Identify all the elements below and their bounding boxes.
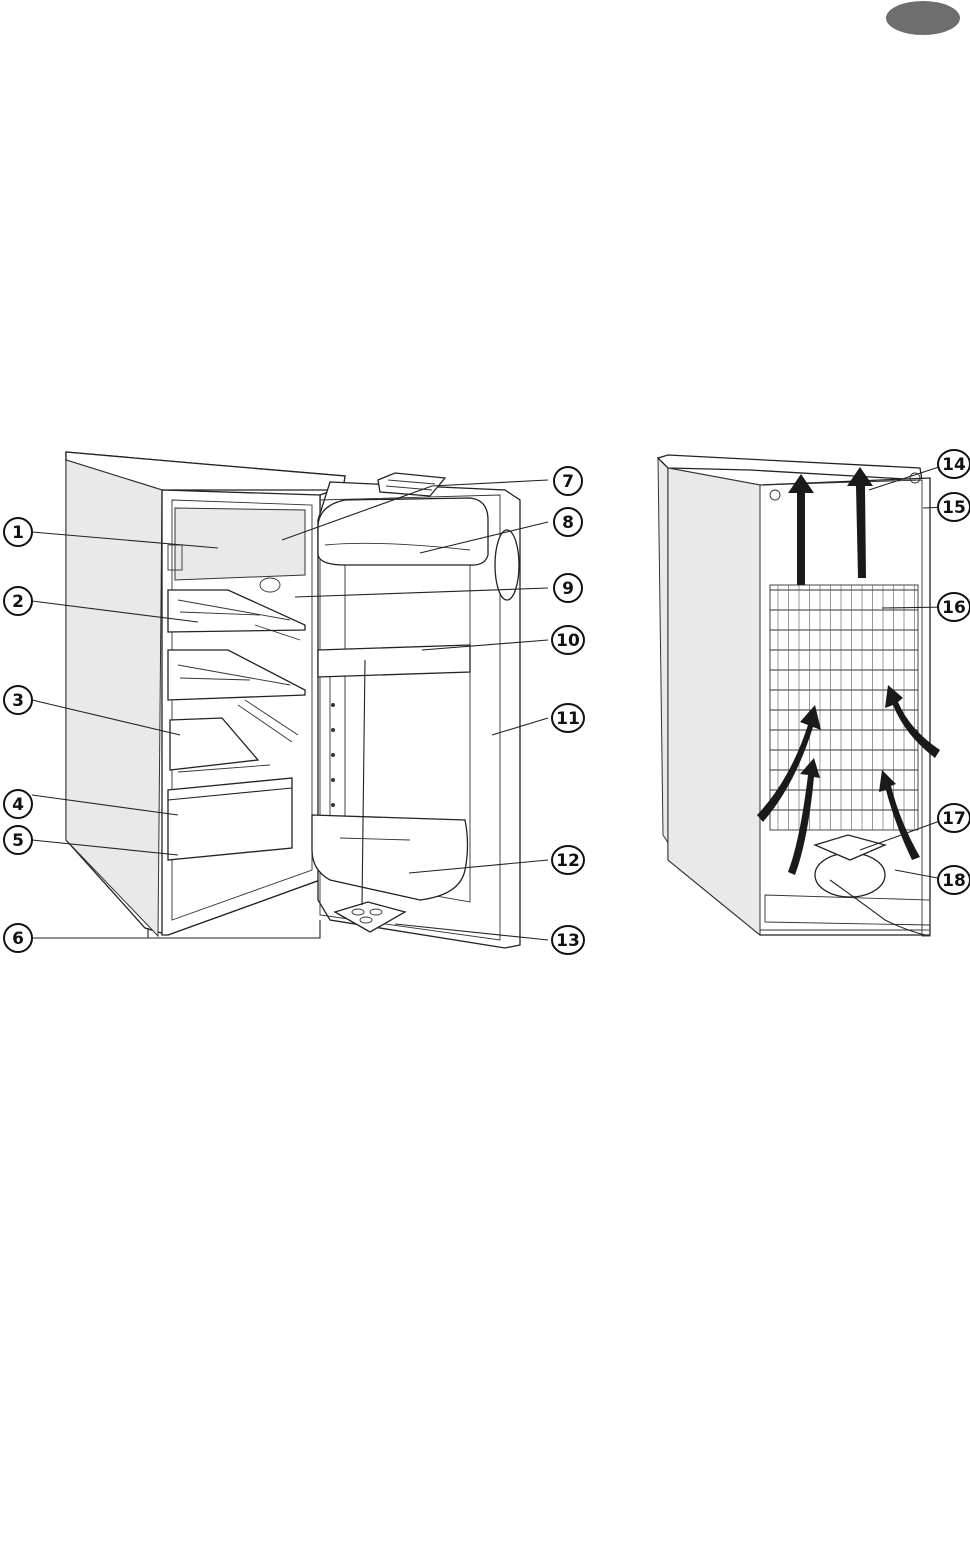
callout-label: 13 bbox=[556, 931, 580, 951]
fridge-front-illustration bbox=[66, 452, 520, 948]
callout-16: 16 bbox=[938, 593, 970, 621]
callout-1: 1 bbox=[4, 518, 32, 546]
callout-label: 4 bbox=[12, 795, 24, 815]
callout-10: 10 bbox=[552, 626, 584, 654]
butter-compartment bbox=[318, 498, 488, 565]
callout-7: 7 bbox=[554, 467, 582, 495]
callout-label: 9 bbox=[562, 579, 574, 599]
callout-5: 5 bbox=[4, 826, 32, 854]
door-shelf bbox=[318, 645, 470, 677]
callout-label: 12 bbox=[556, 851, 580, 871]
callout-label: 2 bbox=[12, 592, 24, 612]
callout-label: 1 bbox=[12, 523, 24, 543]
callout-label: 6 bbox=[12, 929, 24, 949]
callout-label: 3 bbox=[12, 691, 24, 711]
callout-label: 15 bbox=[942, 498, 966, 518]
callout-9: 9 bbox=[554, 574, 582, 602]
callout-label: 7 bbox=[562, 472, 574, 492]
callout-label: 16 bbox=[942, 598, 966, 618]
callout-label: 14 bbox=[942, 455, 966, 475]
callout-label: 10 bbox=[556, 631, 580, 651]
language-tab bbox=[886, 1, 960, 35]
callout-12: 12 bbox=[552, 846, 584, 874]
callout-11: 11 bbox=[552, 704, 584, 732]
callout-label: 17 bbox=[942, 809, 966, 829]
callout-4: 4 bbox=[4, 790, 32, 818]
callout-label: 18 bbox=[942, 871, 966, 891]
callout-8: 8 bbox=[554, 508, 582, 536]
callout-13: 13 bbox=[552, 926, 584, 954]
callout-label: 11 bbox=[556, 709, 580, 729]
callout-15: 15 bbox=[938, 493, 970, 521]
callout-2: 2 bbox=[4, 587, 32, 615]
callout-14: 14 bbox=[938, 450, 970, 478]
callout-6: 6 bbox=[4, 924, 32, 952]
callout-label: 5 bbox=[12, 831, 24, 851]
callout-3: 3 bbox=[4, 686, 32, 714]
callout-label: 8 bbox=[562, 513, 574, 533]
callout-17: 17 bbox=[938, 804, 970, 832]
callout-18: 18 bbox=[938, 866, 970, 894]
